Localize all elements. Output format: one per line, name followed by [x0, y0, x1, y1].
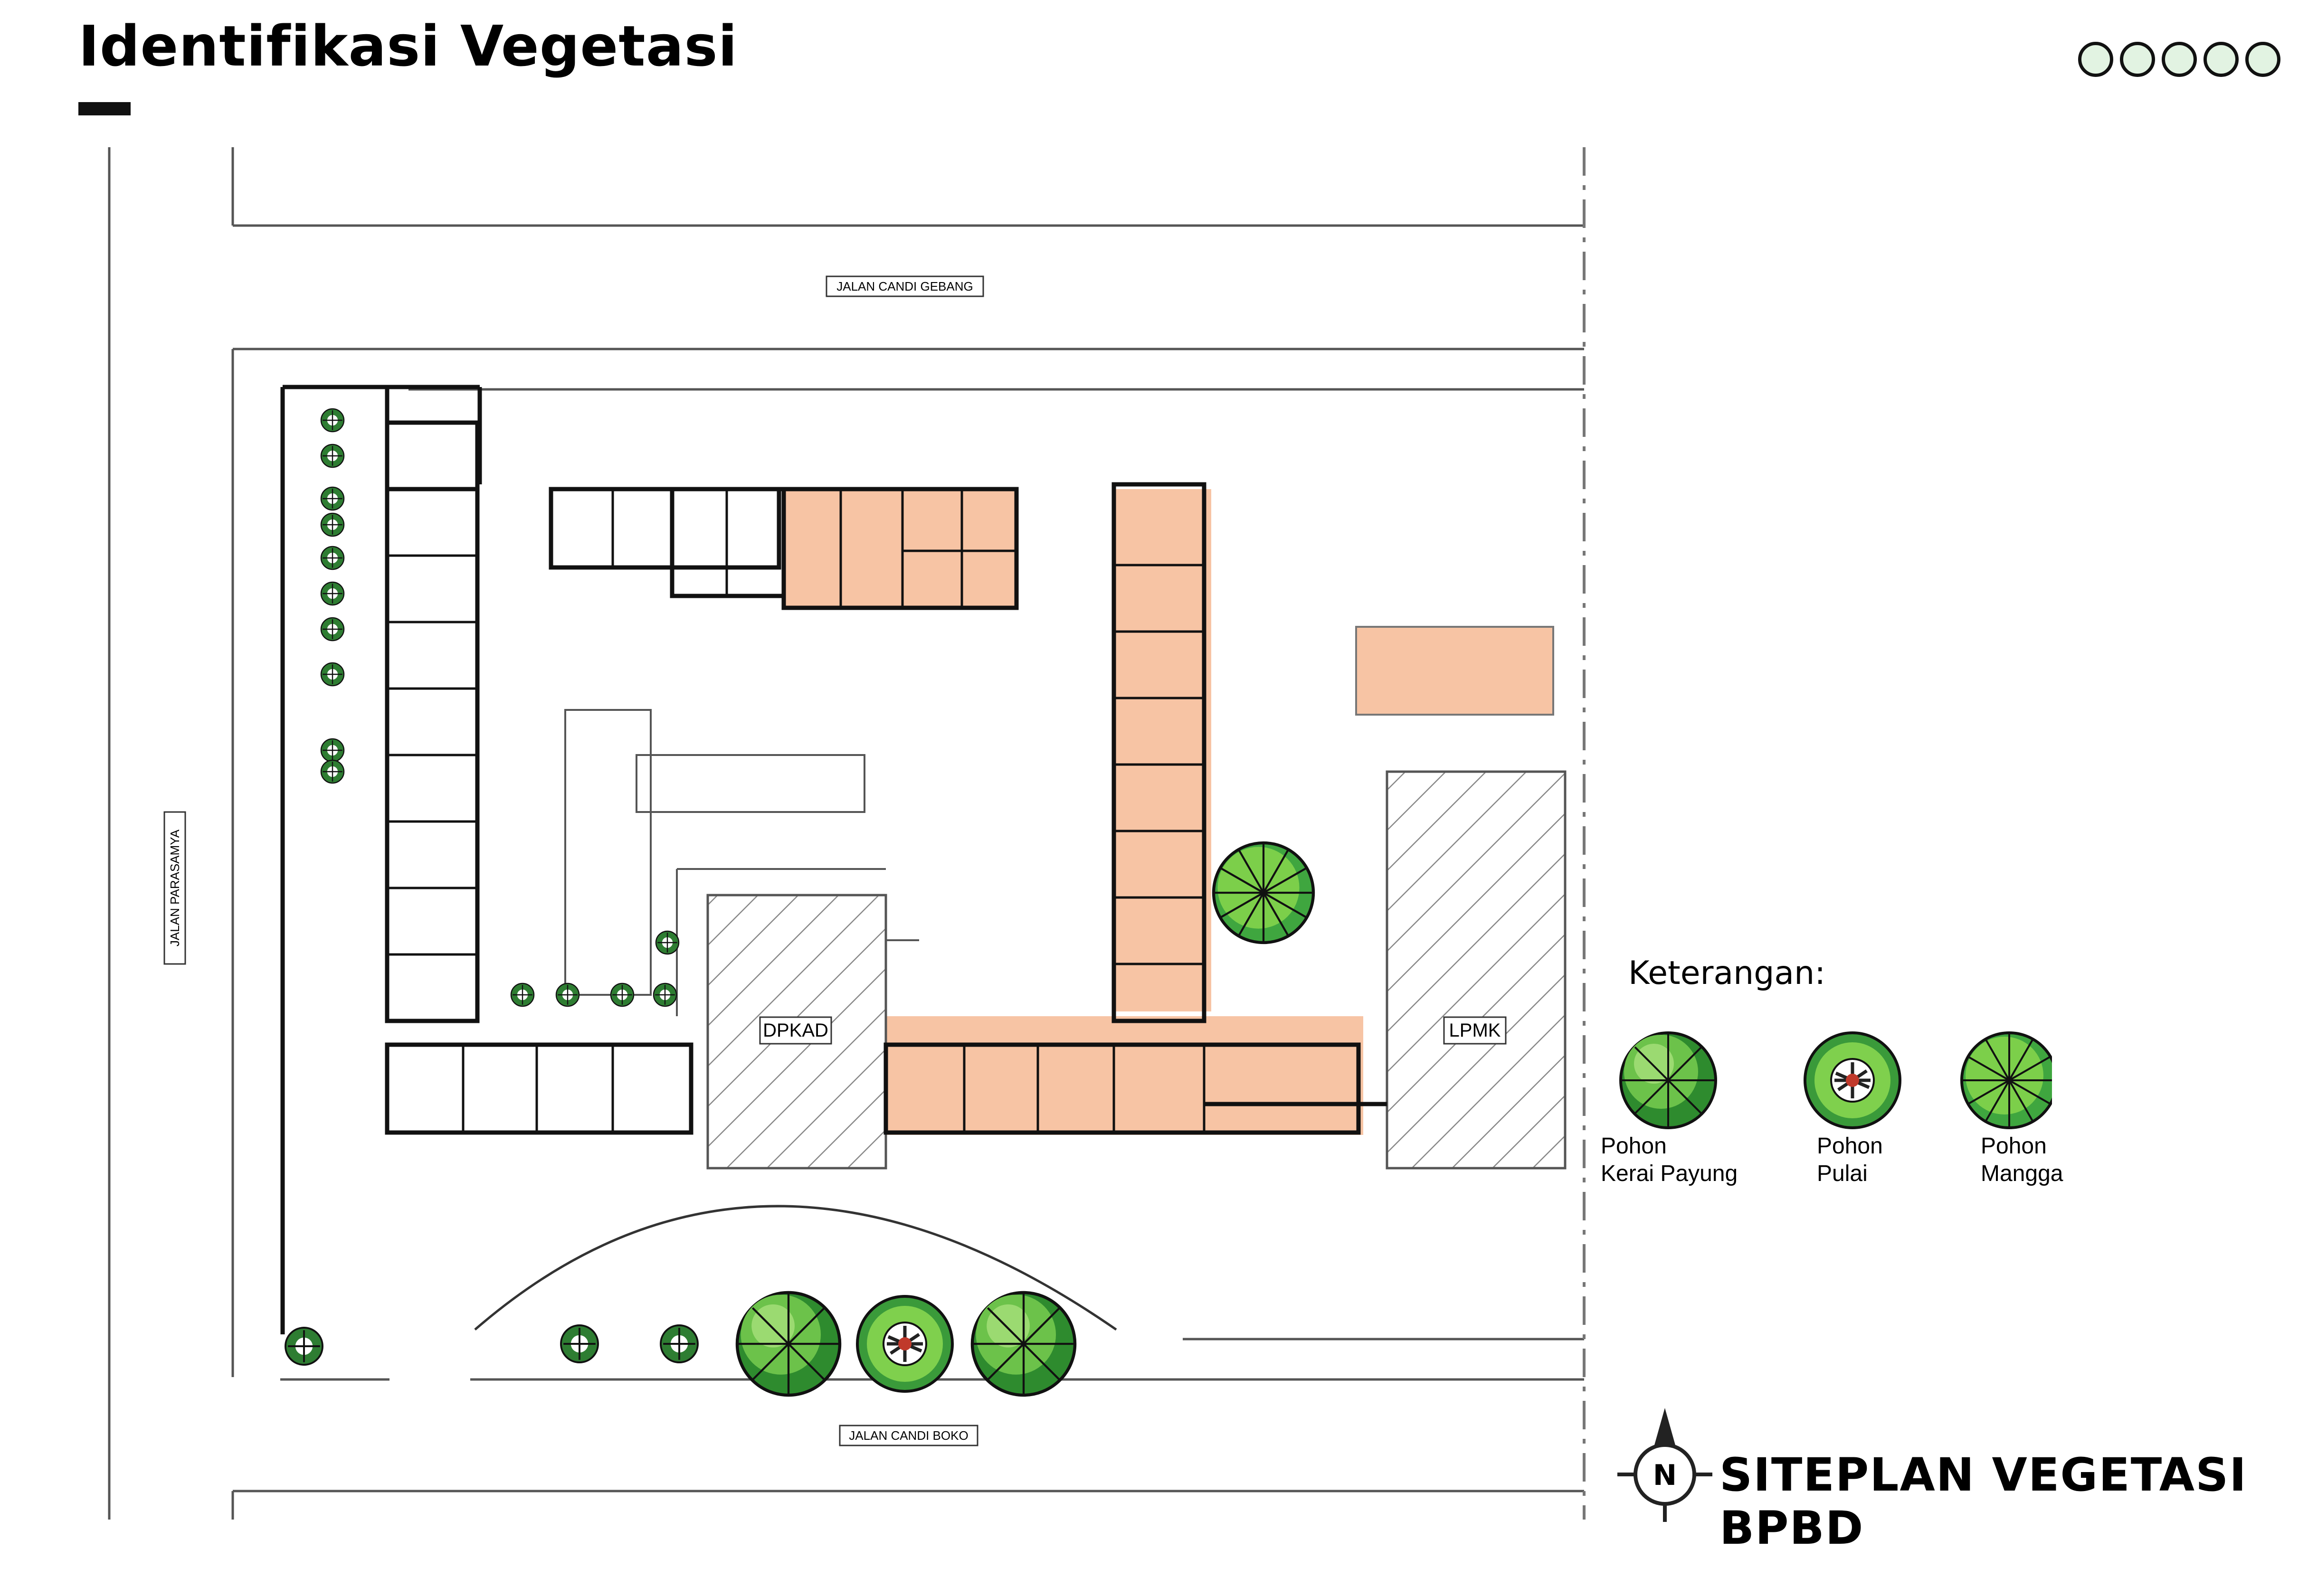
tree-small-icon [555, 982, 580, 1007]
legend-icons [1619, 1031, 2052, 1129]
legend-item-mangga: Pohon Mangga [1981, 1133, 2063, 1188]
entrance-arc [474, 1205, 1117, 1331]
building-lpmk: LPMK [1386, 770, 1567, 1170]
road-label-west: JALAN PARASAMYA [163, 811, 186, 965]
highlight-zones [784, 489, 1553, 1135]
progress-dot [2245, 42, 2280, 77]
tree-small-icon [320, 512, 345, 537]
progress-indicator [2078, 42, 2280, 77]
tree-kerai-payung-icon [737, 1293, 840, 1395]
tree-small-icon [320, 581, 345, 606]
tree-small-icon [320, 617, 345, 642]
siteplan-title: SITEPLAN VEGETASI BPBD [1719, 1448, 2247, 1555]
building-lpmk-label: LPMK [1449, 1020, 1501, 1041]
building-dpkad-label: DPKAD [763, 1020, 828, 1041]
tree-small-icon [320, 486, 345, 511]
tree-kerai-payung-icon [972, 1293, 1075, 1395]
room-partitions [387, 489, 1206, 1133]
progress-dot [2120, 42, 2155, 77]
tree-small-icon [653, 982, 677, 1007]
tree-pulai-icon [857, 1296, 952, 1391]
legend-item-line2: Kerai Payung [1601, 1161, 1738, 1186]
road-lines [108, 147, 1584, 1520]
legend-item-line2: Pulai [1817, 1161, 1868, 1186]
building-walls [280, 385, 1387, 1334]
tree-small-icon [510, 982, 535, 1007]
progress-dot [2204, 42, 2239, 77]
legend-item-line1: Pohon [1817, 1133, 1883, 1159]
north-compass: N [1617, 1408, 1712, 1522]
legend-title: Keterangan: [1628, 954, 1826, 992]
tree-small-icon [285, 1327, 323, 1366]
tree-small-icon [320, 759, 345, 784]
tree-small-icon [320, 408, 345, 433]
tree-small-icon [610, 982, 635, 1007]
tree-small-icon [655, 930, 680, 955]
mangga-tree-icon [1960, 1031, 2052, 1129]
tree-mangga-icon [1214, 843, 1313, 943]
road-label-west-text: JALAN PARASAMYA [168, 829, 182, 946]
north-letter: N [1653, 1459, 1677, 1492]
tree-small-icon [560, 1324, 599, 1363]
tree-small-icon [320, 444, 345, 468]
building-dpkad: DPKAD [706, 894, 887, 1170]
pulai-tree-icon [1804, 1031, 1901, 1129]
tree-small-icon [320, 738, 345, 763]
road-label-north: JALAN CANDI GEBANG [826, 275, 984, 297]
progress-dot [2162, 42, 2197, 77]
title-underline [78, 102, 131, 115]
road-label-north-text: JALAN CANDI GEBANG [836, 279, 973, 293]
annex-building [1355, 626, 1554, 716]
tree-small-icon [320, 546, 345, 570]
page-title: Identifikasi Vegetasi [78, 13, 738, 79]
legend-item-pulai: Pohon Pulai [1817, 1133, 1883, 1188]
tree-small-icon [660, 1324, 699, 1363]
kerai-payung-tree-icon [1619, 1031, 1717, 1129]
legend-item-line1: Pohon [1981, 1133, 2047, 1159]
legend-item-kerai-payung: Pohon Kerai Payung [1601, 1133, 1738, 1188]
legend-item-line2: Mangga [1981, 1161, 2063, 1186]
legend-item-line1: Pohon [1601, 1133, 1667, 1159]
progress-dot [2078, 42, 2113, 77]
road-label-south: JALAN CANDI BOKO [839, 1425, 978, 1446]
tree-small-icon [320, 662, 345, 687]
road-label-south-text: JALAN CANDI BOKO [849, 1428, 968, 1443]
